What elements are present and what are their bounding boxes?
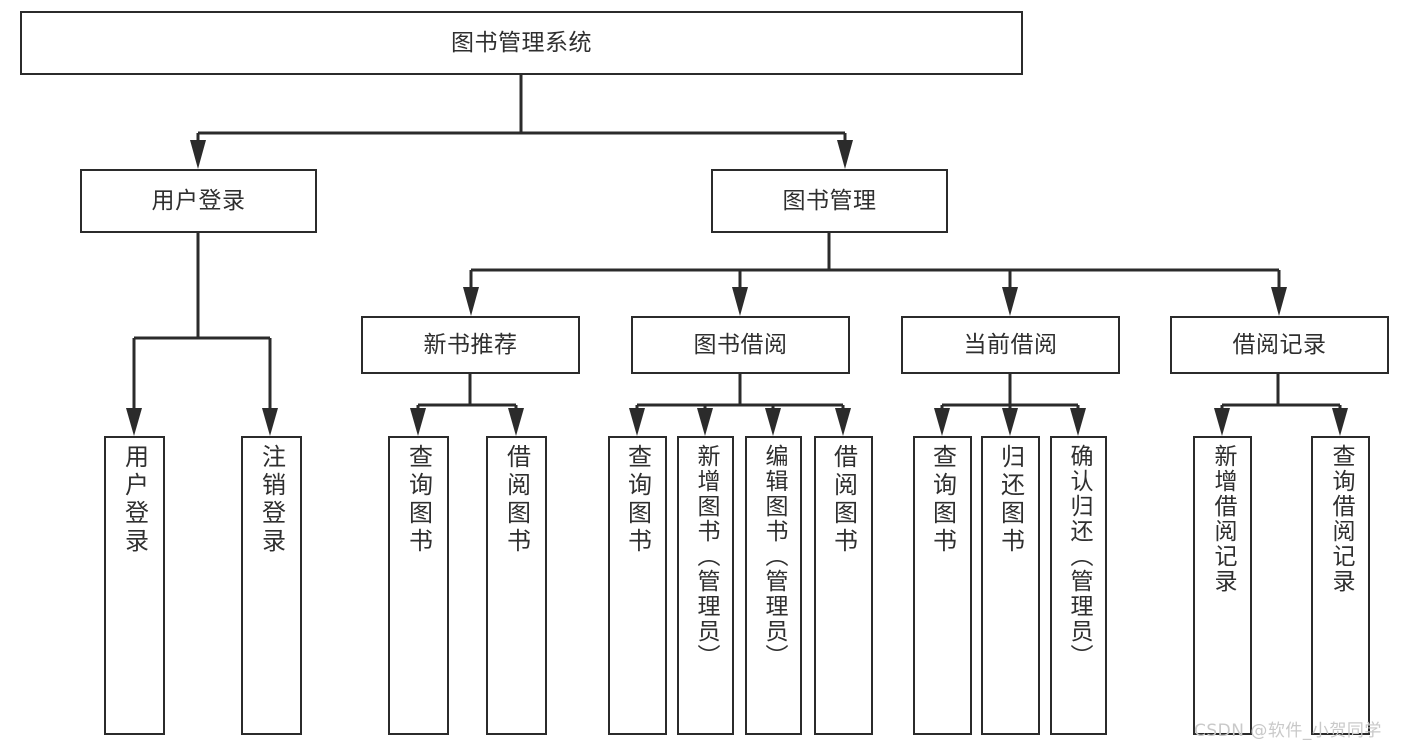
leaf-query-books-recommend[interactable]: 查询图书 xyxy=(388,436,449,735)
leaf-add-book-admin[interactable]: 新增图书（管理员） xyxy=(677,436,734,735)
leaf-logout[interactable]: 注销登录 xyxy=(241,436,302,735)
leaf-confirm-return-admin[interactable]: 确认归还（管理员） xyxy=(1050,436,1107,735)
csdn-watermark: CSDN @软件_小贺同学 xyxy=(1194,721,1382,741)
node-label: 新书推荐 xyxy=(423,331,518,358)
node-book-management[interactable]: 图书管理 xyxy=(711,169,948,233)
node-label: 借阅图书 xyxy=(502,444,531,556)
node-label: 图书管理 xyxy=(782,187,877,214)
node-label: 查询图书 xyxy=(623,444,652,556)
node-root-system[interactable]: 图书管理系统 xyxy=(20,11,1023,75)
leaf-query-books-current[interactable]: 查询图书 xyxy=(913,436,972,735)
node-label: 注销登录 xyxy=(257,444,286,556)
node-label: 用户登录 xyxy=(120,444,149,556)
node-label: 用户登录 xyxy=(151,187,246,214)
node-new-book-recommend[interactable]: 新书推荐 xyxy=(361,316,580,374)
leaf-return-books[interactable]: 归还图书 xyxy=(981,436,1040,735)
node-label: 编辑图书（管理员） xyxy=(761,444,787,669)
leaf-query-books-borrow[interactable]: 查询图书 xyxy=(608,436,667,735)
node-label: 新增借阅记录 xyxy=(1210,444,1236,594)
node-label: 新增图书（管理员） xyxy=(693,444,719,669)
node-borrow-records[interactable]: 借阅记录 xyxy=(1170,316,1389,374)
node-label: 归还图书 xyxy=(996,444,1025,556)
node-label: 借阅图书 xyxy=(829,444,858,556)
node-label: 查询图书 xyxy=(928,444,957,556)
leaf-borrow-books[interactable]: 借阅图书 xyxy=(814,436,873,735)
node-label: 图书借阅 xyxy=(693,331,788,358)
node-label: 查询图书 xyxy=(404,444,433,556)
leaf-add-borrow-record[interactable]: 新增借阅记录 xyxy=(1193,436,1252,735)
leaf-query-borrow-record[interactable]: 查询借阅记录 xyxy=(1311,436,1370,735)
node-user-login[interactable]: 用户登录 xyxy=(80,169,317,233)
node-label: 确认归还（管理员） xyxy=(1066,444,1092,669)
node-label: 查询借阅记录 xyxy=(1328,444,1354,594)
node-label: 当前借阅 xyxy=(963,331,1058,358)
node-label: 借阅记录 xyxy=(1232,331,1327,358)
node-current-borrow[interactable]: 当前借阅 xyxy=(901,316,1120,374)
leaf-edit-book-admin[interactable]: 编辑图书（管理员） xyxy=(745,436,802,735)
leaf-user-login[interactable]: 用户登录 xyxy=(104,436,165,735)
leaf-borrow-books-recommend[interactable]: 借阅图书 xyxy=(486,436,547,735)
node-label: 图书管理系统 xyxy=(451,29,592,56)
node-book-borrow[interactable]: 图书借阅 xyxy=(631,316,850,374)
